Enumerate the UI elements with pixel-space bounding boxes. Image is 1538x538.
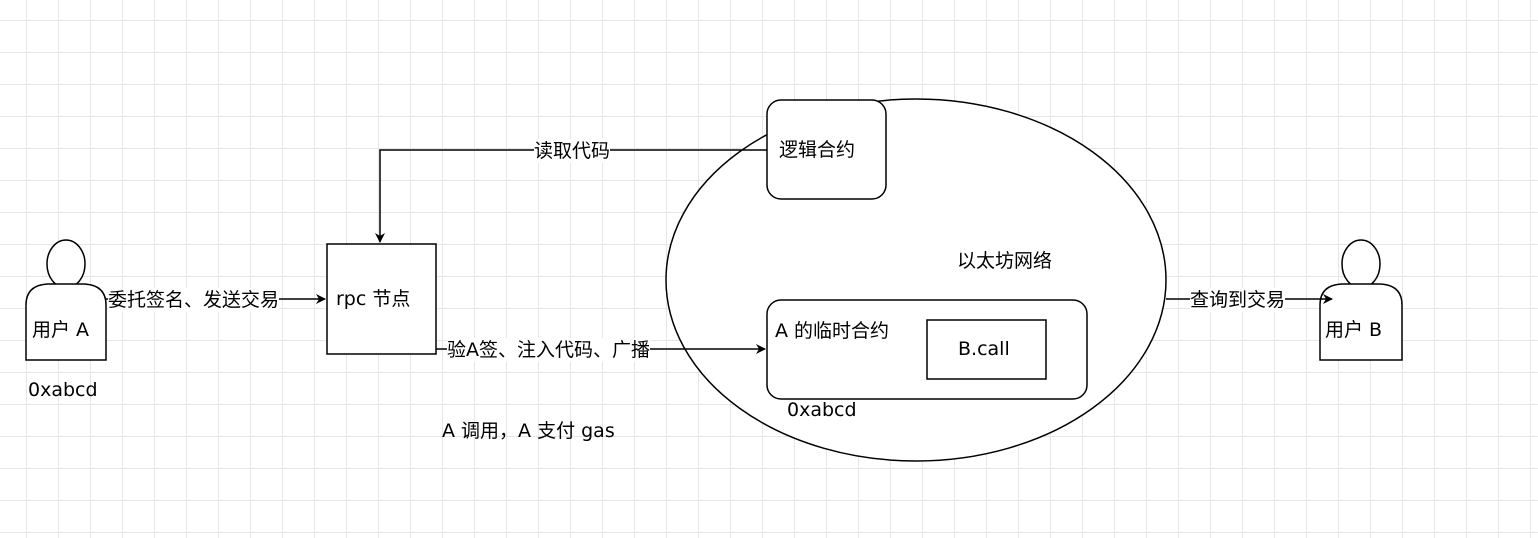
user-a-address: 0xabcd — [28, 379, 98, 401]
edge-label-verify-inject-broadcast: 验A签、注入代码、广播 — [447, 338, 650, 362]
rpc-node-box[interactable] — [326, 243, 437, 355]
edge-read-code — [375, 149, 767, 243]
user-b-label: 用户 B — [1325, 319, 1383, 341]
b-call-box[interactable] — [926, 319, 1047, 380]
network-label: 以太坊网络 — [957, 250, 1053, 272]
edge-label-delegate-sign-send: 委托签名、发送交易 — [108, 288, 280, 312]
b-call-label: B.call — [958, 338, 1010, 360]
rpc-node-label: rpc 节点 — [336, 288, 411, 310]
logic-contract-label: 逻辑合约 — [779, 139, 856, 161]
network-ellipse — [665, 98, 1167, 462]
user-b-actor-icon[interactable] — [1319, 239, 1403, 361]
payment-note: A 调用，A 支付 gas — [442, 420, 615, 442]
temp-contract-label: A 的临时合约 — [775, 320, 890, 342]
user-a-label: 用户 A — [32, 319, 90, 341]
temp-contract-address: 0xabcd — [787, 399, 857, 421]
user-a-actor-icon[interactable] — [25, 239, 107, 361]
edge-label-read-code: 读取代码 — [534, 139, 611, 163]
edge-label-query-tx: 查询到交易 — [1190, 288, 1286, 312]
